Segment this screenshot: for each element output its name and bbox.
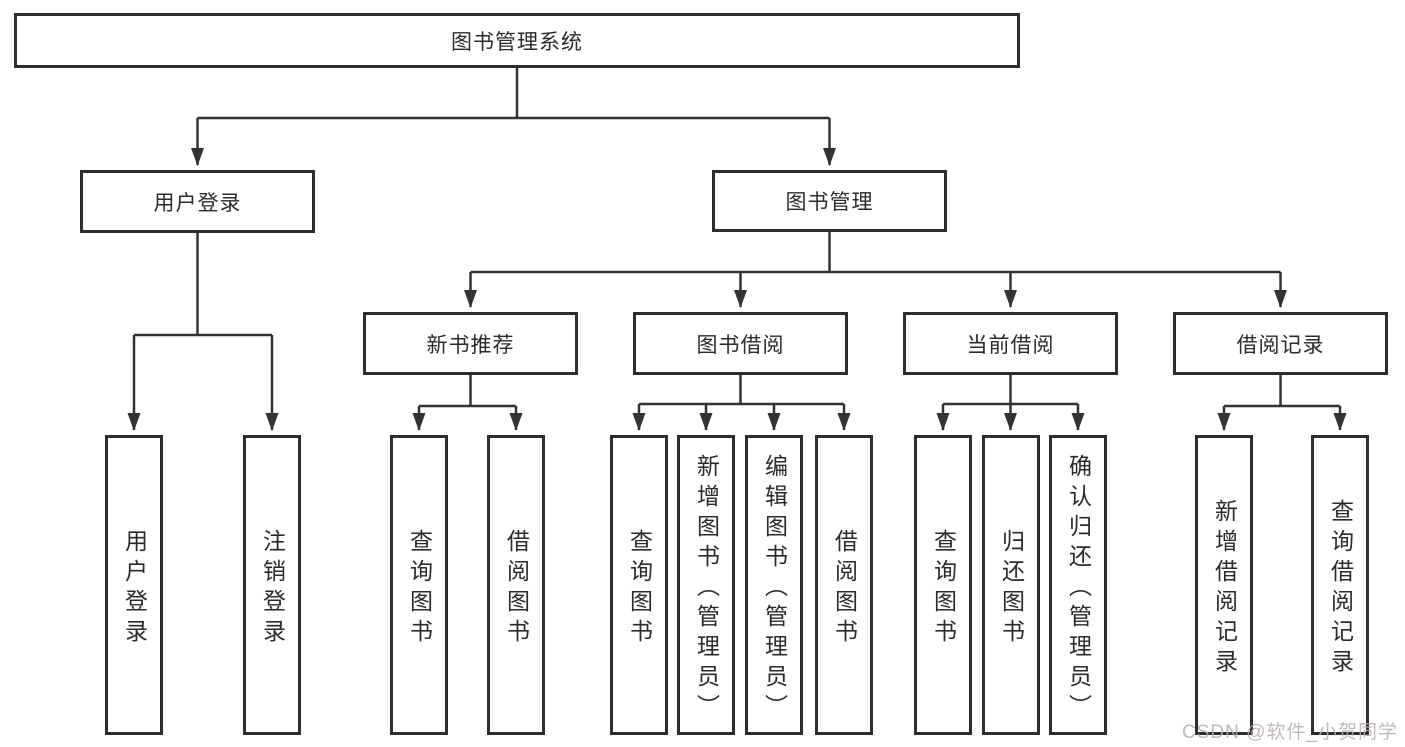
leaf-rec-borrow-books: 借阅图书 — [487, 435, 545, 735]
leaf-borrow-borrow-books: 借阅图书 — [815, 435, 873, 735]
node-book-management: 图书管理 — [712, 170, 947, 232]
node-user-login: 用户登录 — [80, 170, 315, 233]
leaf-logout: 注销登录 — [243, 435, 301, 735]
node-new-book-recommendation: 新书推荐 — [363, 312, 578, 375]
node-library-management-system: 图书管理系统 — [14, 13, 1020, 68]
node-current-borrowing: 当前借阅 — [903, 312, 1118, 375]
leaf-rec-query-books: 查询图书 — [390, 435, 448, 735]
leaf-current-return-books: 归还图书 — [982, 435, 1040, 735]
edge-line — [134, 68, 1340, 408]
leaf-borrow-edit-books-admin: 编辑图书（管理员） — [745, 435, 803, 735]
leaf-records-add-record: 新增借阅记录 — [1195, 435, 1253, 735]
leaf-current-query-books: 查询图书 — [914, 435, 972, 735]
leaf-borrow-add-books-admin: 新增图书（管理员） — [677, 435, 735, 735]
node-borrowing-records: 借阅记录 — [1173, 312, 1388, 375]
leaf-borrow-query-books: 查询图书 — [610, 435, 668, 735]
csdn-watermark: CSDN @软件_小贺同学 — [1182, 722, 1398, 743]
leaf-user-login: 用户登录 — [105, 435, 163, 735]
node-book-borrowing: 图书借阅 — [633, 312, 848, 375]
leaf-records-query-record: 查询借阅记录 — [1311, 435, 1369, 735]
leaf-current-confirm-return-admin: 确认归还（管理员） — [1049, 435, 1107, 735]
